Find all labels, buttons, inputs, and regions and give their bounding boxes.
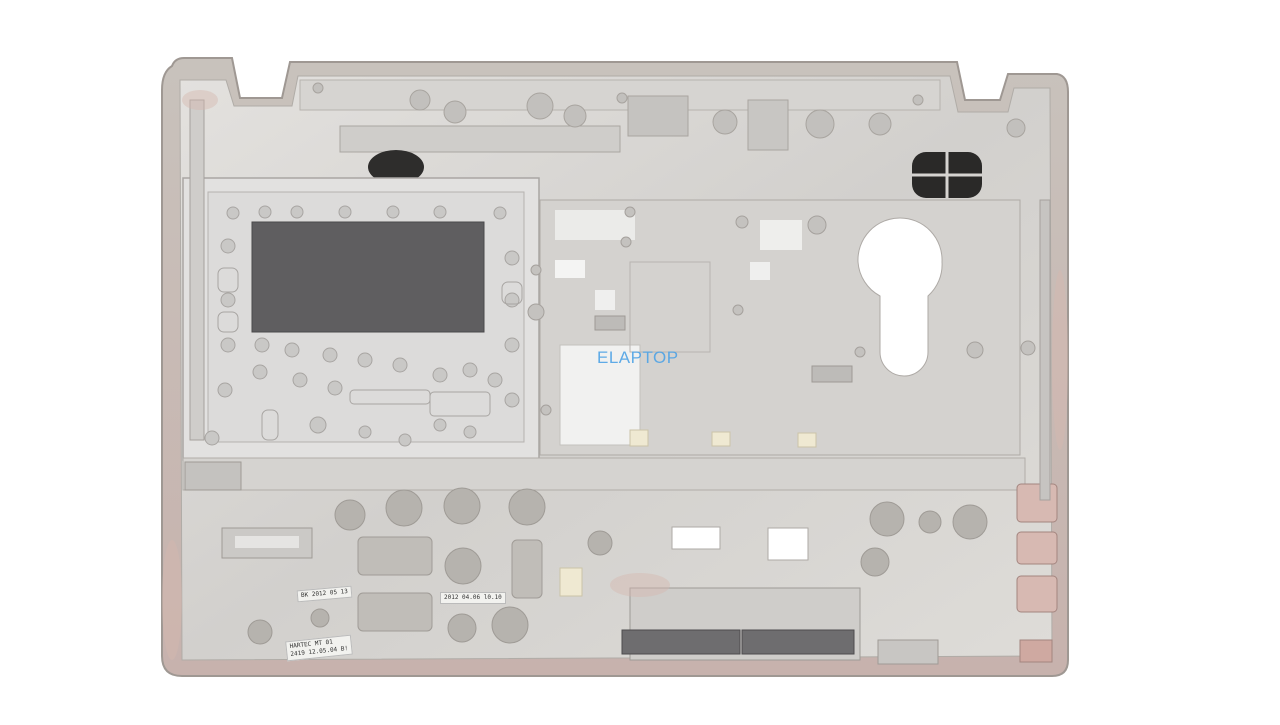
right-click-button (741, 629, 855, 655)
touchpad-pad (251, 221, 485, 333)
keyhole-opening (857, 217, 943, 377)
speaker-left (368, 150, 424, 184)
sticker-label: 2012 04.06 l0.10 (440, 592, 506, 604)
mid-rail (339, 125, 621, 153)
left-click-button (621, 629, 741, 655)
center-strip (182, 457, 1026, 491)
watermark-text: ELAPTOP (597, 348, 679, 367)
